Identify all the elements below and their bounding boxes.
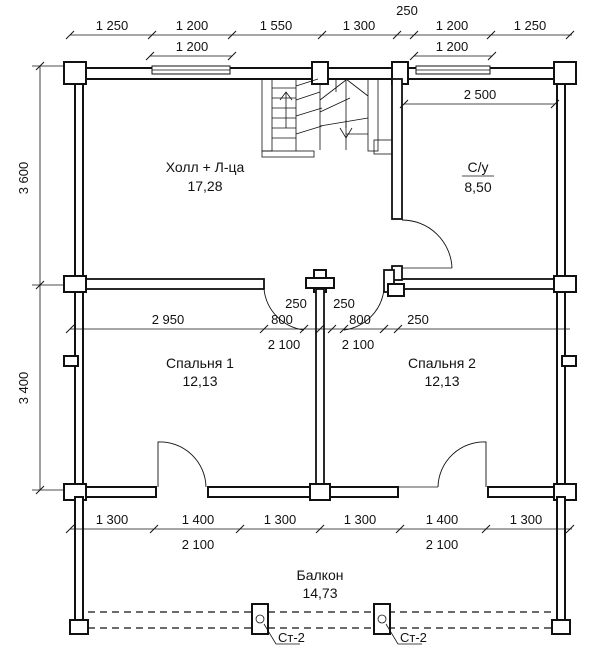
dim-left-top: 3 600 (16, 162, 31, 195)
room-name-bathroom: С/у (468, 159, 489, 175)
room-area-bedroom1: 12,13 (182, 373, 217, 389)
dim-wall-left: 250 (285, 296, 307, 311)
bottom-dimension-chain: 1 300 1 400 1 300 1 300 1 400 1 300 2 10… (65, 512, 575, 552)
room-name-hall: Холл + Л-ца (166, 159, 245, 175)
dim-top-4: 1 300 (343, 18, 376, 33)
room-area-bedroom2: 12,13 (424, 373, 459, 389)
dim-window-right: 1 200 (436, 39, 469, 54)
dim-bottom-5: 1 400 (426, 512, 459, 527)
dim-top-6: 1 250 (514, 18, 547, 33)
dim-bottom-1: 1 300 (96, 512, 129, 527)
dim-door-width-right: 800 (349, 312, 371, 327)
balcony-doors (157, 441, 487, 488)
dim-wall-mid: 250 (333, 296, 355, 311)
room-area-balcony: 14,73 (302, 585, 337, 601)
room-name-balcony: Балкон (297, 567, 344, 583)
dim-window-left: 1 200 (176, 39, 209, 54)
dim-bottom-3: 1 300 (264, 512, 297, 527)
column-label-right: Ст-2 (400, 630, 427, 645)
balcony (69, 496, 571, 635)
dim-bedroom-width: 2 950 (152, 312, 185, 327)
central-partition: 2 950 800 800 250 250 250 2 100 2 100 (65, 269, 570, 501)
dim-bottom-2: 1 400 (182, 512, 215, 527)
room-area-bathroom: 8,50 (464, 179, 491, 195)
dim-door-width-left: 800 (271, 312, 293, 327)
balcony-columns: Ст-2 Ст-2 (251, 603, 427, 645)
room-area-hall: 17,28 (187, 178, 222, 194)
dim-bottom-6: 1 300 (510, 512, 543, 527)
top-dimension-chain: 1 250 1 200 1 550 1 300 1 200 1 250 250 (65, 3, 575, 40)
dim-top-gap: 250 (396, 3, 418, 18)
staircase (261, 78, 393, 158)
column-label-left: Ст-2 (278, 630, 305, 645)
dim-top-2: 1 200 (176, 18, 209, 33)
room-labels: Холл + Л-ца 17,28 С/у 8,50 Спальня 1 12,… (166, 159, 494, 601)
dim-bottom-door-right: 2 100 (426, 537, 459, 552)
dim-bath-width: 2 500 (464, 87, 497, 102)
dim-top-3: 1 550 (260, 18, 293, 33)
window-dimension-chain: 1 200 1 200 (145, 39, 497, 61)
room-name-bedroom2: Спальня 2 (408, 355, 476, 371)
exterior-walls (63, 61, 577, 501)
room-name-bedroom1: Спальня 1 (166, 355, 234, 371)
dim-left-bottom: 3 400 (16, 372, 31, 405)
dim-wall-right: 250 (407, 312, 429, 327)
dim-top-1: 1 250 (96, 18, 129, 33)
dim-bottom-door-left: 2 100 (182, 537, 215, 552)
dim-door-height-right: 2 100 (342, 337, 375, 352)
left-dimension-chain: 3 600 3 400 (16, 61, 66, 495)
dim-door-height-left: 2 100 (268, 337, 301, 352)
windows (151, 65, 491, 75)
dim-bottom-4: 1 300 (344, 512, 377, 527)
dim-top-5: 1 200 (436, 18, 469, 33)
